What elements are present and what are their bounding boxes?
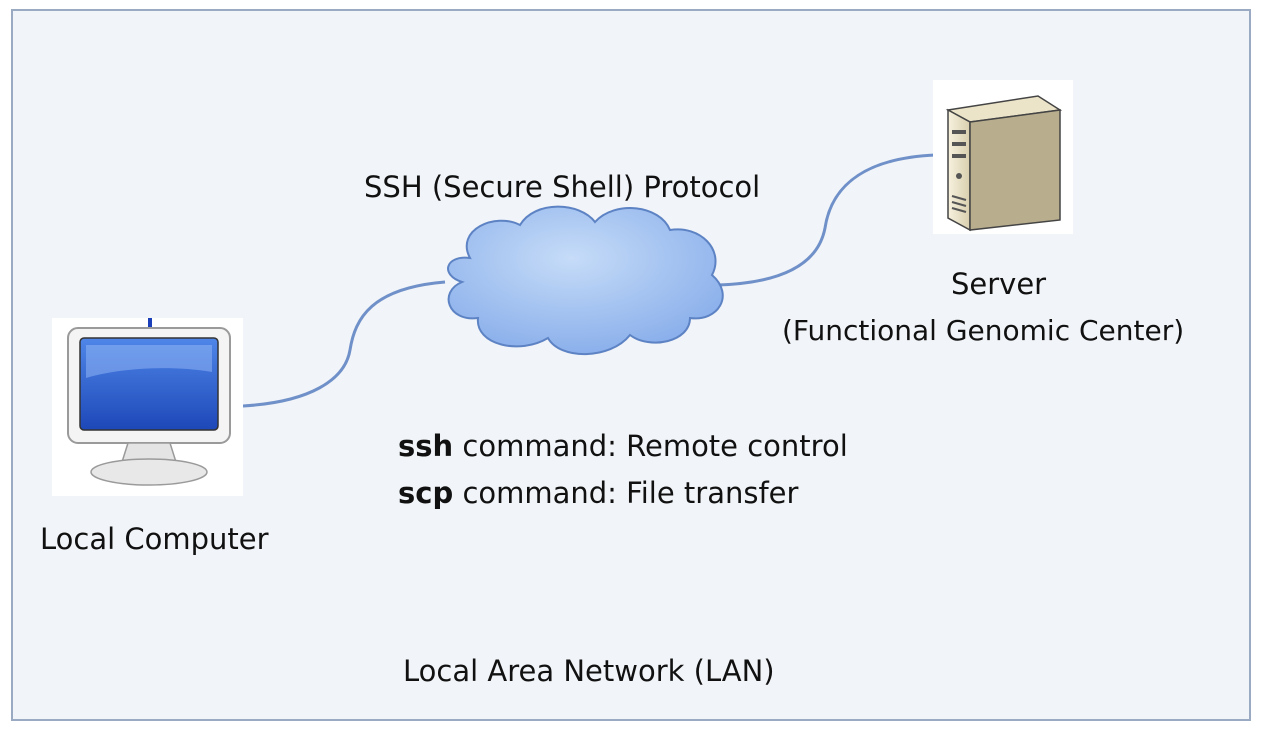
local-computer-label: Local Computer [40, 522, 269, 556]
protocol-label: SSH (Secure Shell) Protocol [364, 170, 761, 204]
scp-command-line: scp command: File transfer [398, 479, 798, 508]
server-icon [933, 80, 1073, 234]
cable-cloud-to-server [717, 153, 936, 287]
scp-command-description: command: File transfer [462, 476, 799, 510]
network-label: Local Area Network (LAN) [403, 654, 775, 688]
scp-command-name: scp [398, 476, 454, 510]
server-name: Server [951, 267, 1047, 301]
ssh-command-name: ssh [398, 429, 454, 463]
ssh-command-line: ssh command: Remote control [398, 432, 848, 461]
server-subtitle: (Functional Genomic Center) [782, 314, 1185, 347]
cloud-icon [447, 205, 724, 356]
computer-icon [52, 318, 243, 496]
ssh-command-description: command: Remote control [462, 429, 848, 463]
cable-local-to-cloud [242, 280, 446, 408]
